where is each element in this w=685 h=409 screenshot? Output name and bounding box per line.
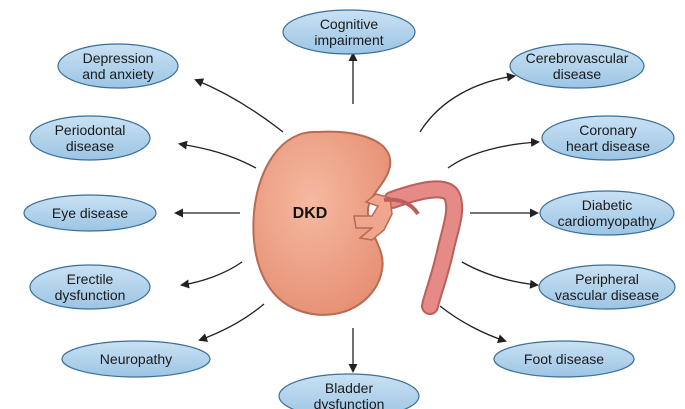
center-label: DKD — [293, 205, 328, 222]
node-label: dysfunction — [314, 396, 385, 409]
node-label: Eye disease — [52, 205, 128, 221]
arrow-foot — [440, 306, 505, 341]
node-foot: Foot disease — [494, 341, 634, 377]
node-label: disease — [553, 66, 601, 82]
node-label: heart disease — [566, 138, 650, 154]
node-label: disease — [66, 138, 114, 154]
arrow-cerebrovascular — [420, 76, 514, 132]
node-label: Cognitive — [320, 16, 379, 32]
node-label: impairment — [314, 32, 383, 48]
arrow-periodontal — [180, 144, 256, 168]
renal-vessels — [392, 189, 454, 306]
node-label: Diabetic — [582, 197, 633, 213]
arrow-peripheral — [462, 262, 537, 285]
node-label: Foot disease — [524, 351, 604, 367]
node-eye: Eye disease — [24, 195, 156, 231]
arrow-erectile — [182, 262, 242, 285]
node-label: vascular disease — [555, 287, 659, 303]
node-label: cardiomyopathy — [558, 213, 657, 229]
node-label: dysfunction — [55, 287, 126, 303]
node-label: Cerebrovascular — [526, 50, 629, 66]
node-label: Erectile — [67, 271, 114, 287]
node-label: Bladder — [325, 380, 374, 396]
arrow-depression — [196, 80, 283, 132]
node-label: Coronary — [579, 122, 637, 138]
kidney-icon — [253, 132, 418, 315]
arrow-coronary — [448, 142, 538, 168]
node-label: and anxiety — [82, 66, 154, 82]
node-label: Neuropathy — [100, 351, 172, 367]
node-neuropathy: Neuropathy — [62, 341, 210, 377]
node-label: Peripheral — [575, 271, 639, 287]
node-label: Depression — [83, 50, 154, 66]
node-label: Periodontal — [55, 122, 126, 138]
arrow-neuropathy — [200, 304, 264, 340]
